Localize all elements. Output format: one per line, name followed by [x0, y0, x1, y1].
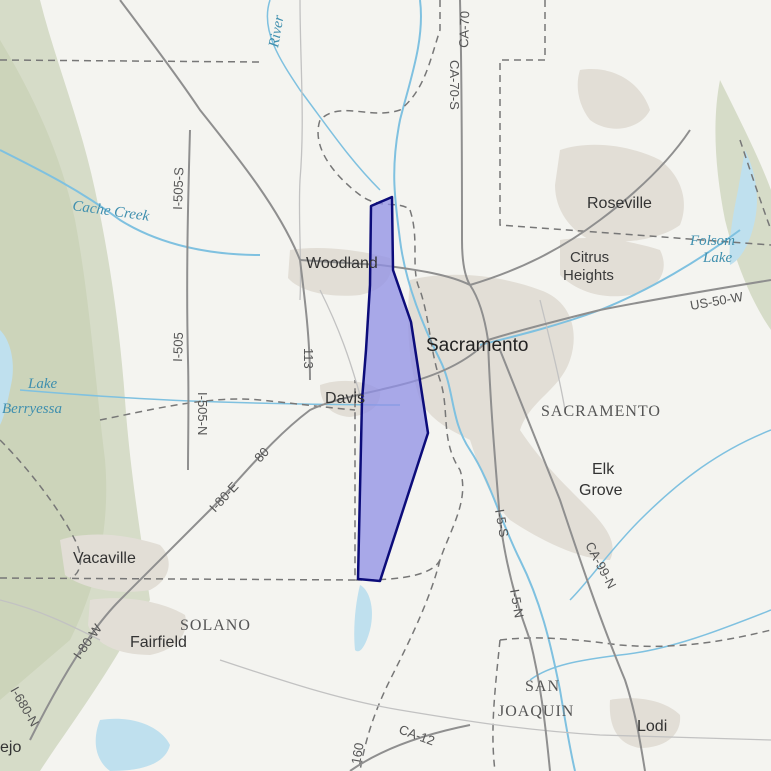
label-ca70s: CA-70-S [447, 60, 462, 110]
highways [29, 0, 771, 771]
yolo-bypass-water [354, 585, 372, 652]
label-vallejo: ejo [0, 739, 21, 756]
label-i505: I-505 [170, 332, 186, 362]
urban-sacramento [408, 274, 613, 560]
label-davis: Davis [325, 390, 365, 407]
mokelumne-river [529, 609, 771, 681]
label-i5n: I-5-N [507, 588, 527, 619]
putah-creek [19, 389, 401, 406]
cosumnes-river [569, 429, 771, 601]
label-i5s: I-5-S [492, 508, 512, 539]
label-lodi: Lodi [637, 718, 667, 735]
label-sacramento: Sacramento [426, 335, 528, 356]
folsom-lake [729, 150, 757, 265]
highlighted-region[interactable] [356, 195, 430, 583]
label-160: 160 [348, 742, 367, 766]
label-grove: Grove [579, 482, 623, 499]
lake-berryessa [0, 330, 13, 425]
label-vacaville: Vacaville [73, 550, 136, 567]
delta-water [95, 718, 170, 771]
label-ca70: CA-70 [456, 11, 472, 48]
label-113: 113 [301, 348, 316, 369]
label-county-joaquin: JOAQUIN [498, 703, 574, 720]
urban-citrus-heights [560, 238, 664, 297]
label-citrus: Citrus [570, 249, 609, 266]
feather-river [266, 0, 381, 191]
label-county-sacramento: SACRAMENTO [541, 403, 661, 420]
hills-shade [0, 40, 107, 700]
urban-roseville [555, 144, 684, 242]
label-roseville: Roseville [587, 195, 652, 212]
label-heights: Heights [563, 267, 614, 284]
sacramento-river [393, 0, 576, 771]
label-county-solano: SOLANO [180, 617, 251, 634]
label-lake: Lake [27, 376, 58, 392]
label-elk: Elk [592, 461, 615, 478]
cache-creek [0, 149, 261, 256]
label-fairfield: Fairfield [130, 634, 187, 651]
label-i505n: I-505-N [195, 392, 210, 435]
label-folsom: Folsom [689, 233, 735, 249]
label-berryessa: Berryessa [2, 401, 62, 417]
label-river: River [266, 14, 288, 50]
label-county-san: SAN [525, 678, 560, 695]
urban-fairfield [88, 598, 186, 655]
label-i505s: I-505-S [170, 167, 186, 210]
label-folsom-lake: Lake [702, 250, 733, 266]
label-woodland: Woodland [306, 255, 378, 272]
urban-north [577, 69, 650, 129]
